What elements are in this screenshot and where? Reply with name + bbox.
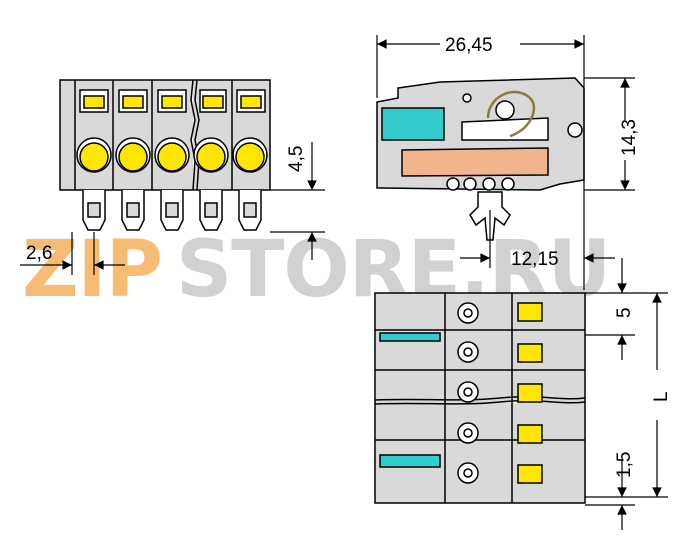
top-pushers: [517, 302, 543, 484]
side-dimensions: [376, 35, 635, 293]
clamp-body: [401, 147, 549, 177]
release-tab: [381, 107, 445, 141]
front-pins: [82, 190, 262, 231]
front-view: [59, 79, 271, 231]
top-release-tabs: [379, 332, 441, 468]
side-view: [376, 77, 585, 241]
dim-width-total: 26,45: [445, 35, 493, 56]
front-wire-entries: [76, 137, 268, 173]
watermark-zip: ZIP: [22, 225, 162, 315]
top-holes: [457, 302, 479, 484]
top-dimensions: [585, 292, 668, 530]
dim-top-offset: 5: [614, 307, 635, 318]
spring: [486, 90, 536, 138]
dim-bottom-offset: 1,5: [614, 452, 635, 478]
dim-length: L: [651, 391, 672, 402]
front-dimensions: [20, 142, 325, 275]
side-holes: [446, 177, 515, 191]
dim-pitch-left: 2,6: [26, 243, 52, 264]
dim-offset-top: 4,5: [286, 146, 307, 172]
top-view: [374, 292, 586, 504]
module-separators: [112, 79, 233, 191]
front-pushers: [79, 89, 266, 113]
dim-pin-offset: 12,15: [511, 249, 559, 270]
dim-height-body: 14,3: [619, 119, 640, 156]
